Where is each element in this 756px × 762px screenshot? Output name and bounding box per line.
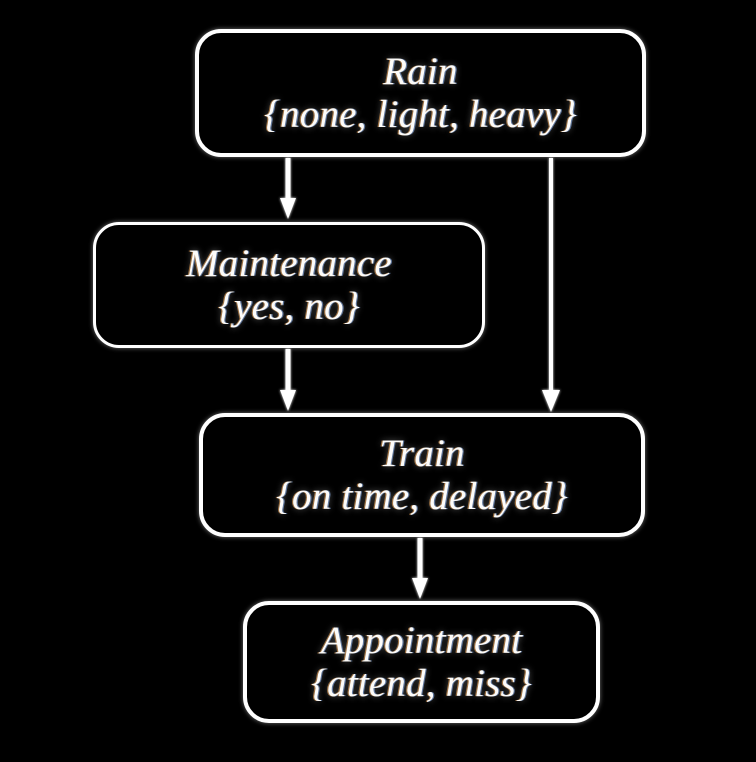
node-rain-states: {none, light, heavy} <box>264 93 577 136</box>
edge-rain-to-train <box>542 158 560 412</box>
edge-rain-to-maintenance <box>280 158 296 219</box>
node-rain-label: Rain <box>383 49 458 93</box>
node-maintenance[interactable]: Maintenance {yes, no} <box>93 222 485 348</box>
node-appointment[interactable]: Appointment {attend, miss} <box>243 601 600 723</box>
node-maintenance-label: Maintenance <box>186 241 392 285</box>
node-appointment-states: {attend, miss} <box>311 662 532 705</box>
node-train-states: {on time, delayed} <box>276 475 568 518</box>
edge-train-to-appointment <box>412 538 428 599</box>
edge-maintenance-to-train <box>280 349 296 411</box>
node-maintenance-states: {yes, no} <box>218 285 360 328</box>
node-rain[interactable]: Rain {none, light, heavy} <box>195 29 646 157</box>
node-appointment-label: Appointment <box>320 618 523 662</box>
node-train[interactable]: Train {on time, delayed} <box>199 413 645 537</box>
node-train-label: Train <box>379 431 465 475</box>
